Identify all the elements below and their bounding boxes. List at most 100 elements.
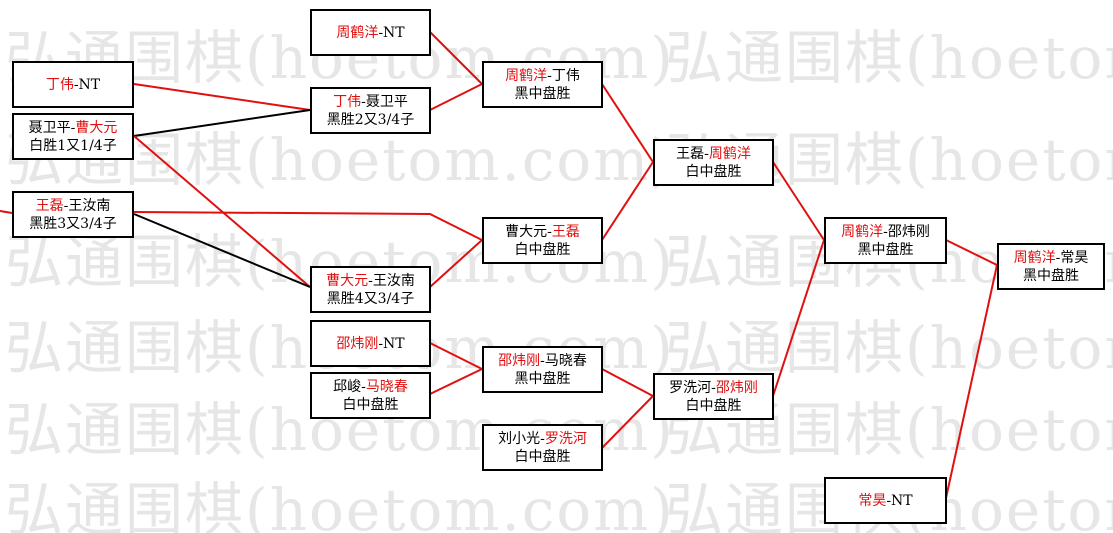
match-result: 黑中盘胜 bbox=[1023, 267, 1079, 284]
bracket-line bbox=[945, 239, 998, 266]
winner-name: 罗洗河 bbox=[544, 430, 587, 447]
winner-name: 曹大元 bbox=[75, 119, 118, 136]
bracket-line bbox=[772, 161, 825, 241]
match-box: 常昊-NT bbox=[824, 477, 947, 524]
match-result: 黑胜2又3/4子 bbox=[326, 111, 415, 128]
match-result: 黑中盘胜 bbox=[514, 85, 571, 102]
match-box: 周鹤洋-邵炜刚黑中盘胜 bbox=[824, 217, 947, 264]
match-result: 白中盘胜 bbox=[685, 163, 742, 180]
match-box: 邱峻-马晓春白中盘胜 bbox=[310, 372, 431, 419]
match-players: 刘小光-罗洗河 bbox=[484, 430, 601, 448]
bracket-line bbox=[601, 368, 654, 397]
match-box: 邵炜刚-NT bbox=[310, 320, 431, 367]
match-players: 邵炜刚-NT bbox=[312, 335, 429, 353]
player-name: 王磊- bbox=[676, 145, 709, 162]
player-name: -马晓春 bbox=[540, 352, 587, 369]
match-box: 曹大元-王汝南黑胜4又3/4子 bbox=[310, 266, 431, 313]
winner-name: 周鹤洋 bbox=[336, 24, 379, 41]
match-players: 丁伟-聂卫平 bbox=[312, 93, 429, 111]
winner-name: 周鹤洋 bbox=[841, 223, 884, 240]
match-result: 黑胜4又3/4子 bbox=[326, 290, 415, 307]
player-name: -NT bbox=[73, 76, 101, 93]
player-name: -丁伟 bbox=[547, 67, 580, 84]
winner-name: 常昊 bbox=[858, 492, 887, 509]
player-name: -邵炜刚 bbox=[883, 223, 930, 240]
winner-name: 周鹤洋 bbox=[708, 145, 751, 162]
bracket-line bbox=[429, 83, 483, 111]
winner-name: 王磊 bbox=[551, 223, 580, 240]
match-players: 丁伟-NT bbox=[14, 76, 132, 94]
bracket-line bbox=[133, 83, 311, 111]
match-box: 周鹤洋-丁伟黑中盘胜 bbox=[482, 61, 603, 108]
match-result: 白中盘胜 bbox=[685, 397, 742, 414]
player-name: -NT bbox=[378, 335, 405, 352]
match-result: 白胜1又1/4子 bbox=[29, 137, 117, 154]
match-result: 白中盘胜 bbox=[514, 241, 571, 258]
bracket-line bbox=[133, 135, 311, 288]
player-name: -常昊 bbox=[1055, 249, 1089, 266]
bracket-line bbox=[945, 264, 998, 499]
match-box: 聂卫平-曹大元白胜1又1/4子 bbox=[12, 113, 134, 160]
match-players: 曹大元-王汝南 bbox=[312, 272, 429, 290]
player-name: -NT bbox=[886, 492, 913, 509]
bracket-line bbox=[772, 239, 825, 397]
player-name: 聂卫平- bbox=[28, 119, 76, 136]
match-players: 邵炜刚-马晓春 bbox=[484, 352, 601, 370]
winner-name: 周鹤洋 bbox=[505, 67, 548, 84]
match-players: 聂卫平-曹大元 bbox=[14, 119, 132, 137]
player-name: -NT bbox=[378, 24, 405, 41]
match-box: 刘小光-罗洗河白中盘胜 bbox=[482, 424, 603, 471]
match-players: 周鹤洋-NT bbox=[312, 24, 429, 42]
player-name: 邱峻- bbox=[333, 378, 366, 395]
match-result: 黑中盘胜 bbox=[514, 370, 571, 387]
match-result: 白中盘胜 bbox=[342, 396, 399, 413]
bracket-line bbox=[601, 161, 654, 241]
player-name: -王汝南 bbox=[63, 197, 111, 214]
match-box: 周鹤洋-常昊黑中盘胜 bbox=[997, 243, 1105, 290]
match-result: 黑胜3又3/4子 bbox=[29, 215, 117, 232]
winner-name: 周鹤洋 bbox=[1013, 249, 1056, 266]
winner-name: 邵炜刚 bbox=[715, 379, 758, 396]
winner-name: 邵炜刚 bbox=[336, 335, 379, 352]
bracket-line bbox=[429, 368, 483, 395]
match-players: 周鹤洋-常昊 bbox=[999, 249, 1103, 267]
match-box: 王磊-周鹤洋白中盘胜 bbox=[653, 139, 774, 186]
winner-name: 马晓春 bbox=[365, 378, 408, 395]
match-box: 王磊-王汝南黑胜3又3/4子 bbox=[12, 191, 134, 238]
bracket-line bbox=[429, 31, 483, 85]
match-players: 曹大元-王磊 bbox=[484, 223, 601, 241]
bracket-line bbox=[601, 395, 654, 449]
match-box: 丁伟-NT bbox=[12, 61, 134, 108]
match-players: 常昊-NT bbox=[826, 492, 945, 510]
winner-name: 曹大元 bbox=[326, 272, 369, 289]
player-name: -王汝南 bbox=[368, 272, 415, 289]
match-box: 罗洗河-邵炜刚白中盘胜 bbox=[653, 373, 774, 420]
match-box: 周鹤洋-NT bbox=[310, 9, 431, 56]
player-name: 曹大元- bbox=[505, 223, 552, 240]
match-players: 王磊-周鹤洋 bbox=[655, 145, 772, 163]
bracket-line bbox=[133, 109, 311, 137]
match-players: 邱峻-马晓春 bbox=[312, 378, 429, 396]
match-box: 曹大元-王磊白中盘胜 bbox=[482, 217, 603, 264]
match-box: 邵炜刚-马晓春黑中盘胜 bbox=[482, 346, 603, 393]
winner-name: 邵炜刚 bbox=[498, 352, 541, 369]
match-players: 王磊-王汝南 bbox=[14, 197, 132, 215]
bracket-line bbox=[133, 213, 311, 288]
match-players: 周鹤洋-邵炜刚 bbox=[826, 223, 945, 241]
match-result: 白中盘胜 bbox=[514, 448, 571, 465]
player-name: 罗洗河- bbox=[669, 379, 716, 396]
match-box: 丁伟-聂卫平黑胜2又3/4子 bbox=[310, 87, 431, 134]
player-name: -聂卫平 bbox=[361, 93, 408, 110]
winner-name: 丁伟 bbox=[45, 76, 74, 93]
match-players: 周鹤洋-丁伟 bbox=[484, 67, 601, 85]
winner-name: 王磊 bbox=[35, 197, 64, 214]
bracket-line bbox=[601, 83, 654, 163]
winner-name: 丁伟 bbox=[333, 93, 362, 110]
bracket-line bbox=[133, 211, 483, 241]
player-name: 刘小光- bbox=[498, 430, 545, 447]
bracket-line bbox=[429, 239, 483, 288]
bracket-line bbox=[429, 342, 483, 370]
bracket-line bbox=[0, 210, 13, 214]
match-players: 罗洗河-邵炜刚 bbox=[655, 379, 772, 397]
